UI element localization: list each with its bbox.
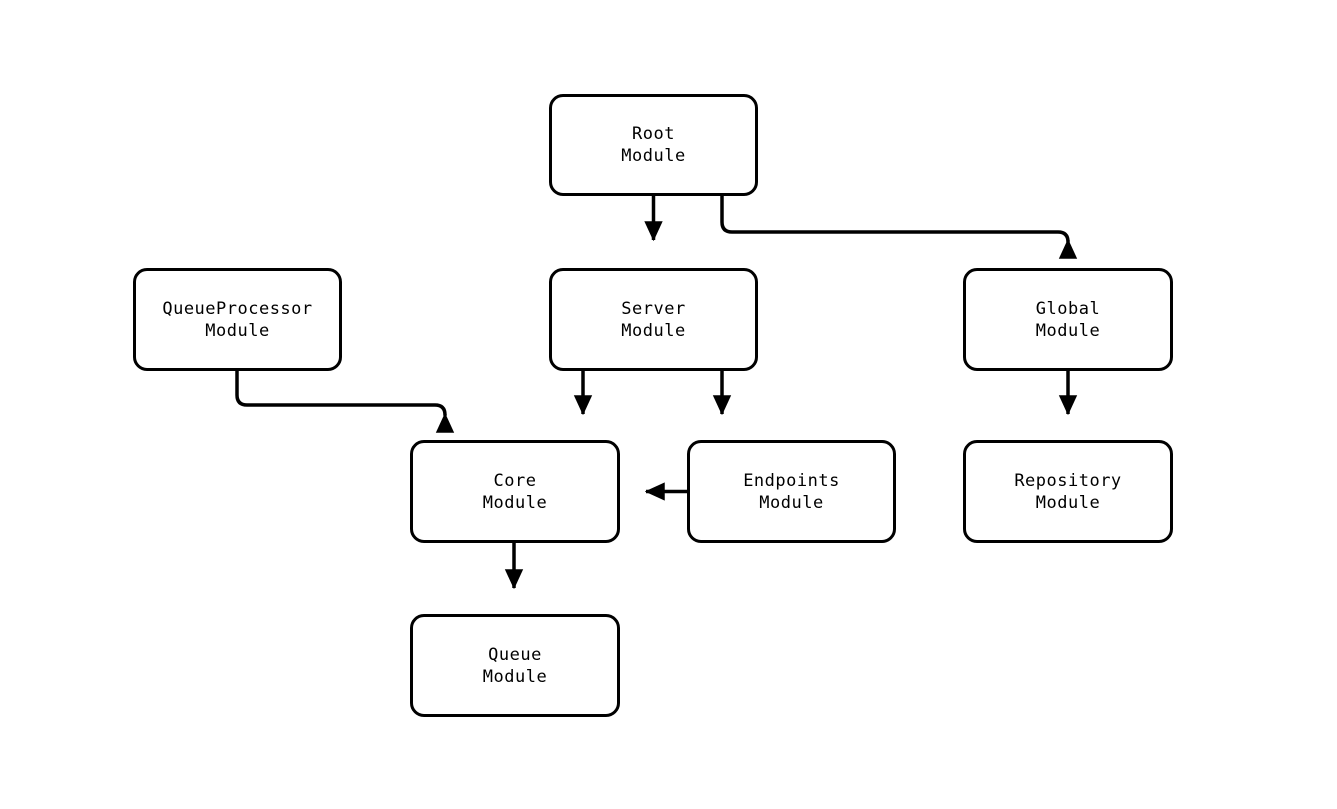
node-repository[interactable]: Repository Module [963, 440, 1173, 543]
node-repository-label: Repository Module [1014, 470, 1122, 513]
node-queue-label: Queue Module [482, 644, 548, 687]
node-endpoints[interactable]: Endpoints Module [687, 440, 896, 543]
node-global[interactable]: Global Module [963, 268, 1173, 371]
node-server-label: Server Module [621, 298, 686, 341]
node-endpoints-label: Endpoints Module [743, 470, 840, 513]
node-queueprocessor-label: QueueProcessor Module [162, 298, 313, 341]
edge-root-global [720, 196, 1078, 259]
node-server[interactable]: Server Module [549, 268, 758, 371]
edge-queueprocessor-core [235, 371, 455, 433]
node-root[interactable]: Root Module [549, 94, 758, 196]
node-queueprocessor[interactable]: QueueProcessor Module [133, 268, 342, 371]
node-core-label: Core Module [482, 470, 548, 513]
node-global-label: Global Module [1035, 298, 1101, 341]
node-core[interactable]: Core Module [410, 440, 620, 543]
node-queue[interactable]: Queue Module [410, 614, 620, 717]
node-root-label: Root Module [621, 124, 686, 166]
